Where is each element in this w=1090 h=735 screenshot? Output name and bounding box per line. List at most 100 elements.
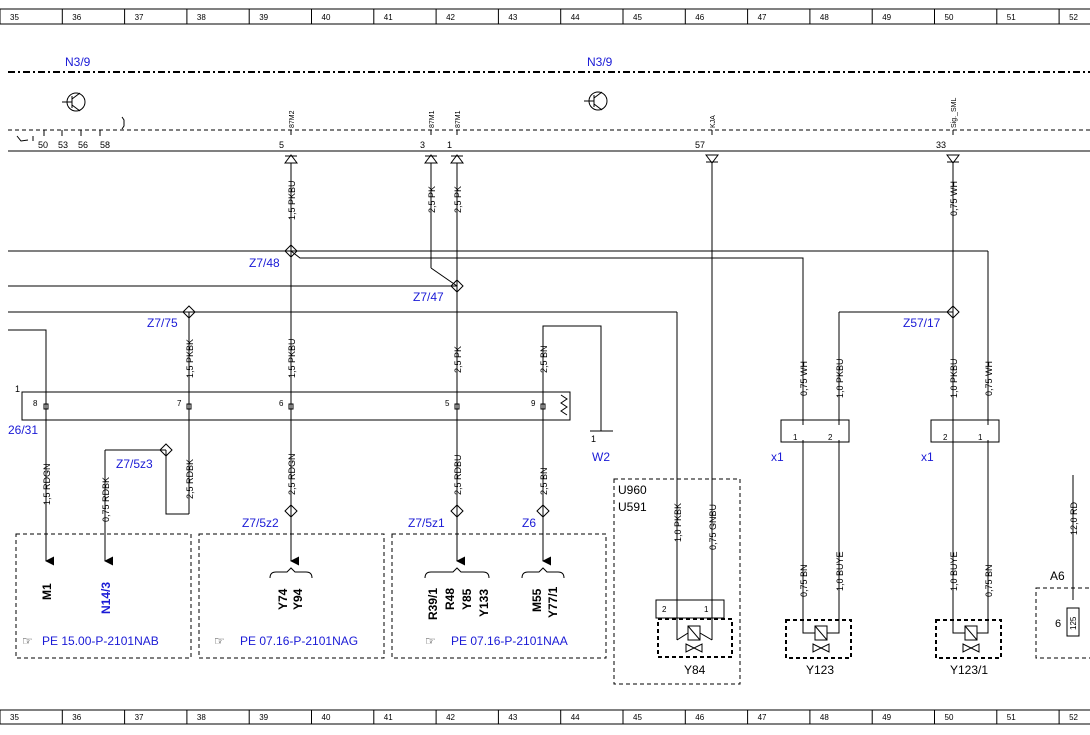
- svg-text:7: 7: [177, 399, 182, 408]
- svg-text:1,5 PKBU: 1,5 PKBU: [287, 338, 297, 378]
- svg-text:0,75 WH: 0,75 WH: [949, 181, 959, 216]
- splice-label: Z7/5z1: [408, 516, 445, 530]
- ruler-cell: 45: [633, 13, 642, 22]
- splice-label: Z7/47: [413, 290, 444, 304]
- ruler-cell: 50: [945, 713, 954, 722]
- splice-label: Z6: [522, 516, 536, 530]
- ruler-cell: 46: [695, 713, 704, 722]
- svg-text:M55: M55: [530, 588, 544, 612]
- svg-text:Y85: Y85: [460, 588, 474, 610]
- svg-text:2,5 PK: 2,5 PK: [453, 346, 463, 373]
- svg-text:Y77/1: Y77/1: [546, 586, 560, 618]
- svg-text:N14/3: N14/3: [99, 582, 113, 614]
- svg-text:58: 58: [100, 140, 110, 150]
- splice-label: Z7/75: [147, 316, 178, 330]
- fuse-icon: 125: [1066, 607, 1080, 637]
- solenoid-valve-icon: 2 1: [655, 599, 733, 658]
- ruler-cell: 38: [197, 13, 206, 22]
- svg-text:1: 1: [978, 433, 983, 442]
- ruler-cell: 36: [72, 13, 81, 22]
- pin-number: 5: [279, 140, 284, 150]
- svg-text:0,75 RDBK: 0,75 RDBK: [101, 477, 111, 522]
- module-label-n3-9: N3/9: [587, 55, 613, 69]
- signal-name: 87M1: [455, 110, 462, 128]
- svg-text:1: 1: [793, 433, 798, 442]
- svg-text:0,75 GNBU: 0,75 GNBU: [708, 504, 718, 550]
- svg-text:x1: x1: [921, 450, 934, 464]
- splice-icon: [159, 244, 960, 518]
- svg-text:53: 53: [58, 140, 68, 150]
- svg-text:0,75 WH: 0,75 WH: [984, 361, 994, 396]
- component-label: Y123: [806, 663, 834, 677]
- component-labels: M1 N14/3 Y74 Y94 R39/1 R48 Y85 Y133 M55 …: [40, 582, 560, 620]
- svg-text:2,5 PK: 2,5 PK: [427, 186, 437, 213]
- svg-text:Y94: Y94: [291, 588, 305, 610]
- component-label: A6: [1050, 569, 1065, 583]
- ruler-cell: 52: [1069, 13, 1078, 22]
- ruler-cell: 44: [571, 713, 580, 722]
- svg-text:1,0 BUYE: 1,0 BUYE: [949, 551, 959, 591]
- ruler-cell: 35: [10, 713, 19, 722]
- ruler-cell: 38: [197, 713, 206, 722]
- variant-label: U591: [618, 500, 647, 514]
- ruler-cell: 40: [322, 713, 331, 722]
- ruler-cell: 41: [384, 713, 393, 722]
- svg-text:0,75 WH: 0,75 WH: [799, 361, 809, 396]
- ruler-cell: 52: [1069, 713, 1078, 722]
- ruler-cell: 48: [820, 713, 829, 722]
- ruler-cell: 49: [882, 13, 891, 22]
- x1-connector: 2 1 x1: [921, 419, 1000, 464]
- reference-link[interactable]: ☞ PE 07.16-P-2101NAA: [425, 634, 568, 648]
- connector-pins-left: 50 53 56 58: [16, 130, 110, 150]
- ruler-cell: 44: [571, 13, 580, 22]
- svg-text:1,0 BUYE: 1,0 BUYE: [835, 551, 845, 591]
- svg-text:Y74: Y74: [276, 588, 290, 610]
- svg-text:x1: x1: [771, 450, 784, 464]
- connector-26-31: 1 26/31 8 7 6 5 9: [8, 384, 571, 437]
- svg-text:0,75 BN: 0,75 BN: [799, 564, 809, 597]
- pin-number: 33: [936, 140, 946, 150]
- ruler-cell: 47: [758, 713, 767, 722]
- svg-text:1,5 PKBK: 1,5 PKBK: [185, 339, 195, 378]
- ruler-cell: 47: [758, 13, 767, 22]
- ruler-cell: 51: [1007, 13, 1016, 22]
- svg-text:2,5 RDBU: 2,5 RDBU: [453, 454, 463, 495]
- svg-text:R39/1: R39/1: [426, 588, 440, 620]
- signal-name: KJA: [710, 115, 717, 128]
- pin-number: 6: [1055, 618, 1061, 630]
- wire-labels: 1,5 PKBU 2,5 PK 2,5 PK 0,75 WH 1,5 PKBK …: [42, 180, 1079, 597]
- signal-name: 87M2: [289, 110, 296, 128]
- splice-label: Z57/17: [903, 316, 941, 330]
- ruler-cell: 40: [322, 13, 331, 22]
- reference-box: [391, 533, 607, 659]
- svg-text:PE 15.00-P-2101NAB: PE 15.00-P-2101NAB: [42, 634, 159, 648]
- x1-connector: 1 2 x1: [771, 419, 850, 464]
- ruler-cell: 42: [446, 13, 455, 22]
- ruler-cell: 37: [135, 713, 144, 722]
- ruler-cell: 43: [508, 13, 517, 22]
- svg-text:2: 2: [943, 433, 948, 442]
- svg-text:1,5 RDGN: 1,5 RDGN: [42, 463, 52, 505]
- signal-name: 87M1: [429, 110, 436, 128]
- svg-text:Y133: Y133: [477, 589, 491, 617]
- svg-text:2: 2: [662, 605, 667, 614]
- svg-text:1: 1: [704, 605, 709, 614]
- splice-label: Z7/5z2: [242, 516, 279, 530]
- hand-pointer-icon: ☞: [214, 634, 225, 648]
- svg-text:0,75 BN: 0,75 BN: [984, 564, 994, 597]
- ruler-cell: 49: [882, 713, 891, 722]
- signal-name: Sig._SML: [951, 98, 958, 128]
- reference-link[interactable]: ☞ PE 07.16-P-2101NAG: [214, 634, 358, 648]
- svg-text:2,5 RDGN: 2,5 RDGN: [287, 453, 297, 495]
- svg-text:125: 125: [1069, 616, 1078, 630]
- pin-number: 3: [420, 140, 425, 150]
- ruler-cell: 35: [10, 13, 19, 22]
- splice-label: Z7/5z3: [116, 457, 153, 471]
- svg-text:2,5 BN: 2,5 BN: [539, 345, 549, 373]
- svg-text:56: 56: [78, 140, 88, 150]
- reference-link[interactable]: ☞ PE 15.00-P-2101NAB: [22, 634, 159, 648]
- transistor-icon: [584, 91, 608, 111]
